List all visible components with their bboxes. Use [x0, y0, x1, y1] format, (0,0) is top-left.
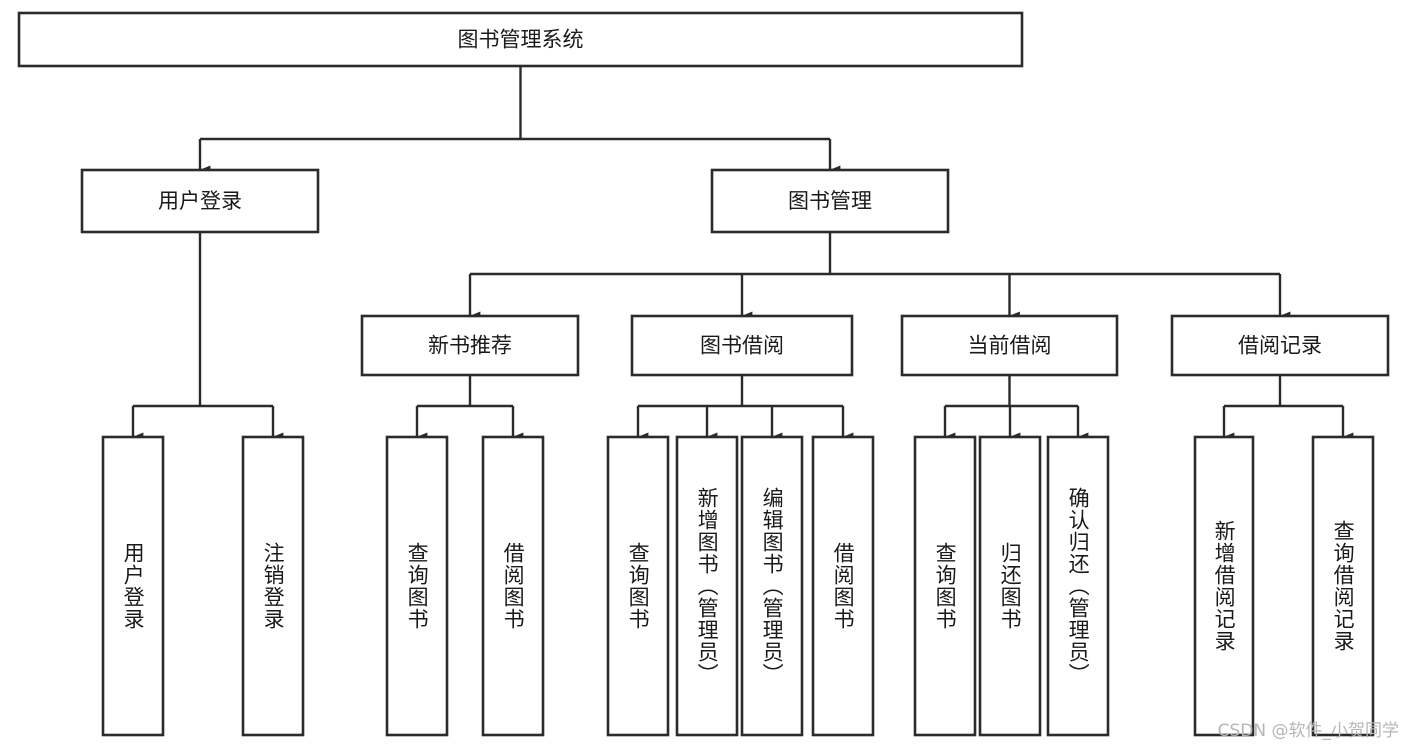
node-box-leaf-add-record[interactable]: [1193, 435, 1255, 737]
node-box-root[interactable]: [17, 11, 1024, 68]
node-box-leaf-query-book-rec[interactable]: [385, 435, 449, 737]
node-box-new-book-rec[interactable]: [360, 314, 580, 377]
node-box-leaf-query-book-cur[interactable]: [913, 435, 977, 737]
node-label-user-login: 用户登录: [158, 189, 242, 213]
node-box-borrow-record[interactable]: [1170, 314, 1390, 377]
node-box-leaf-borrow-book-rec[interactable]: [481, 435, 545, 737]
node-box-leaf-confirm-return[interactable]: [1046, 435, 1110, 737]
node-box-leaf-query-record[interactable]: [1311, 435, 1375, 737]
node-label-book-manage: 图书管理: [788, 189, 872, 213]
node-box-leaf-query-book[interactable]: [606, 435, 670, 737]
node-label-borrow-record: 借阅记录: [1238, 334, 1322, 358]
node-label-book-borrow: 图书借阅: [700, 334, 784, 358]
boxes-layer: [17, 11, 1390, 737]
node-label-root: 图书管理系统: [458, 28, 584, 52]
node-box-book-borrow[interactable]: [630, 314, 854, 377]
node-box-leaf-return-book[interactable]: [978, 435, 1042, 737]
node-box-leaf-edit-book[interactable]: [740, 435, 804, 737]
node-label-current-borrow: 当前借阅: [968, 334, 1052, 358]
edges-layer: [131, 66, 1354, 442]
node-box-current-borrow[interactable]: [900, 314, 1119, 377]
node-box-leaf-user-login[interactable]: [101, 435, 165, 737]
node-box-book-manage[interactable]: [710, 168, 950, 234]
node-box-user-login[interactable]: [80, 168, 320, 234]
node-box-leaf-logout[interactable]: [241, 435, 305, 737]
node-box-leaf-add-book[interactable]: [675, 435, 739, 737]
node-label-new-book-rec: 新书推荐: [428, 334, 512, 358]
node-box-leaf-borrow-book[interactable]: [811, 435, 875, 737]
watermark-text: CSDN @软件_小贺同学: [1217, 721, 1399, 741]
